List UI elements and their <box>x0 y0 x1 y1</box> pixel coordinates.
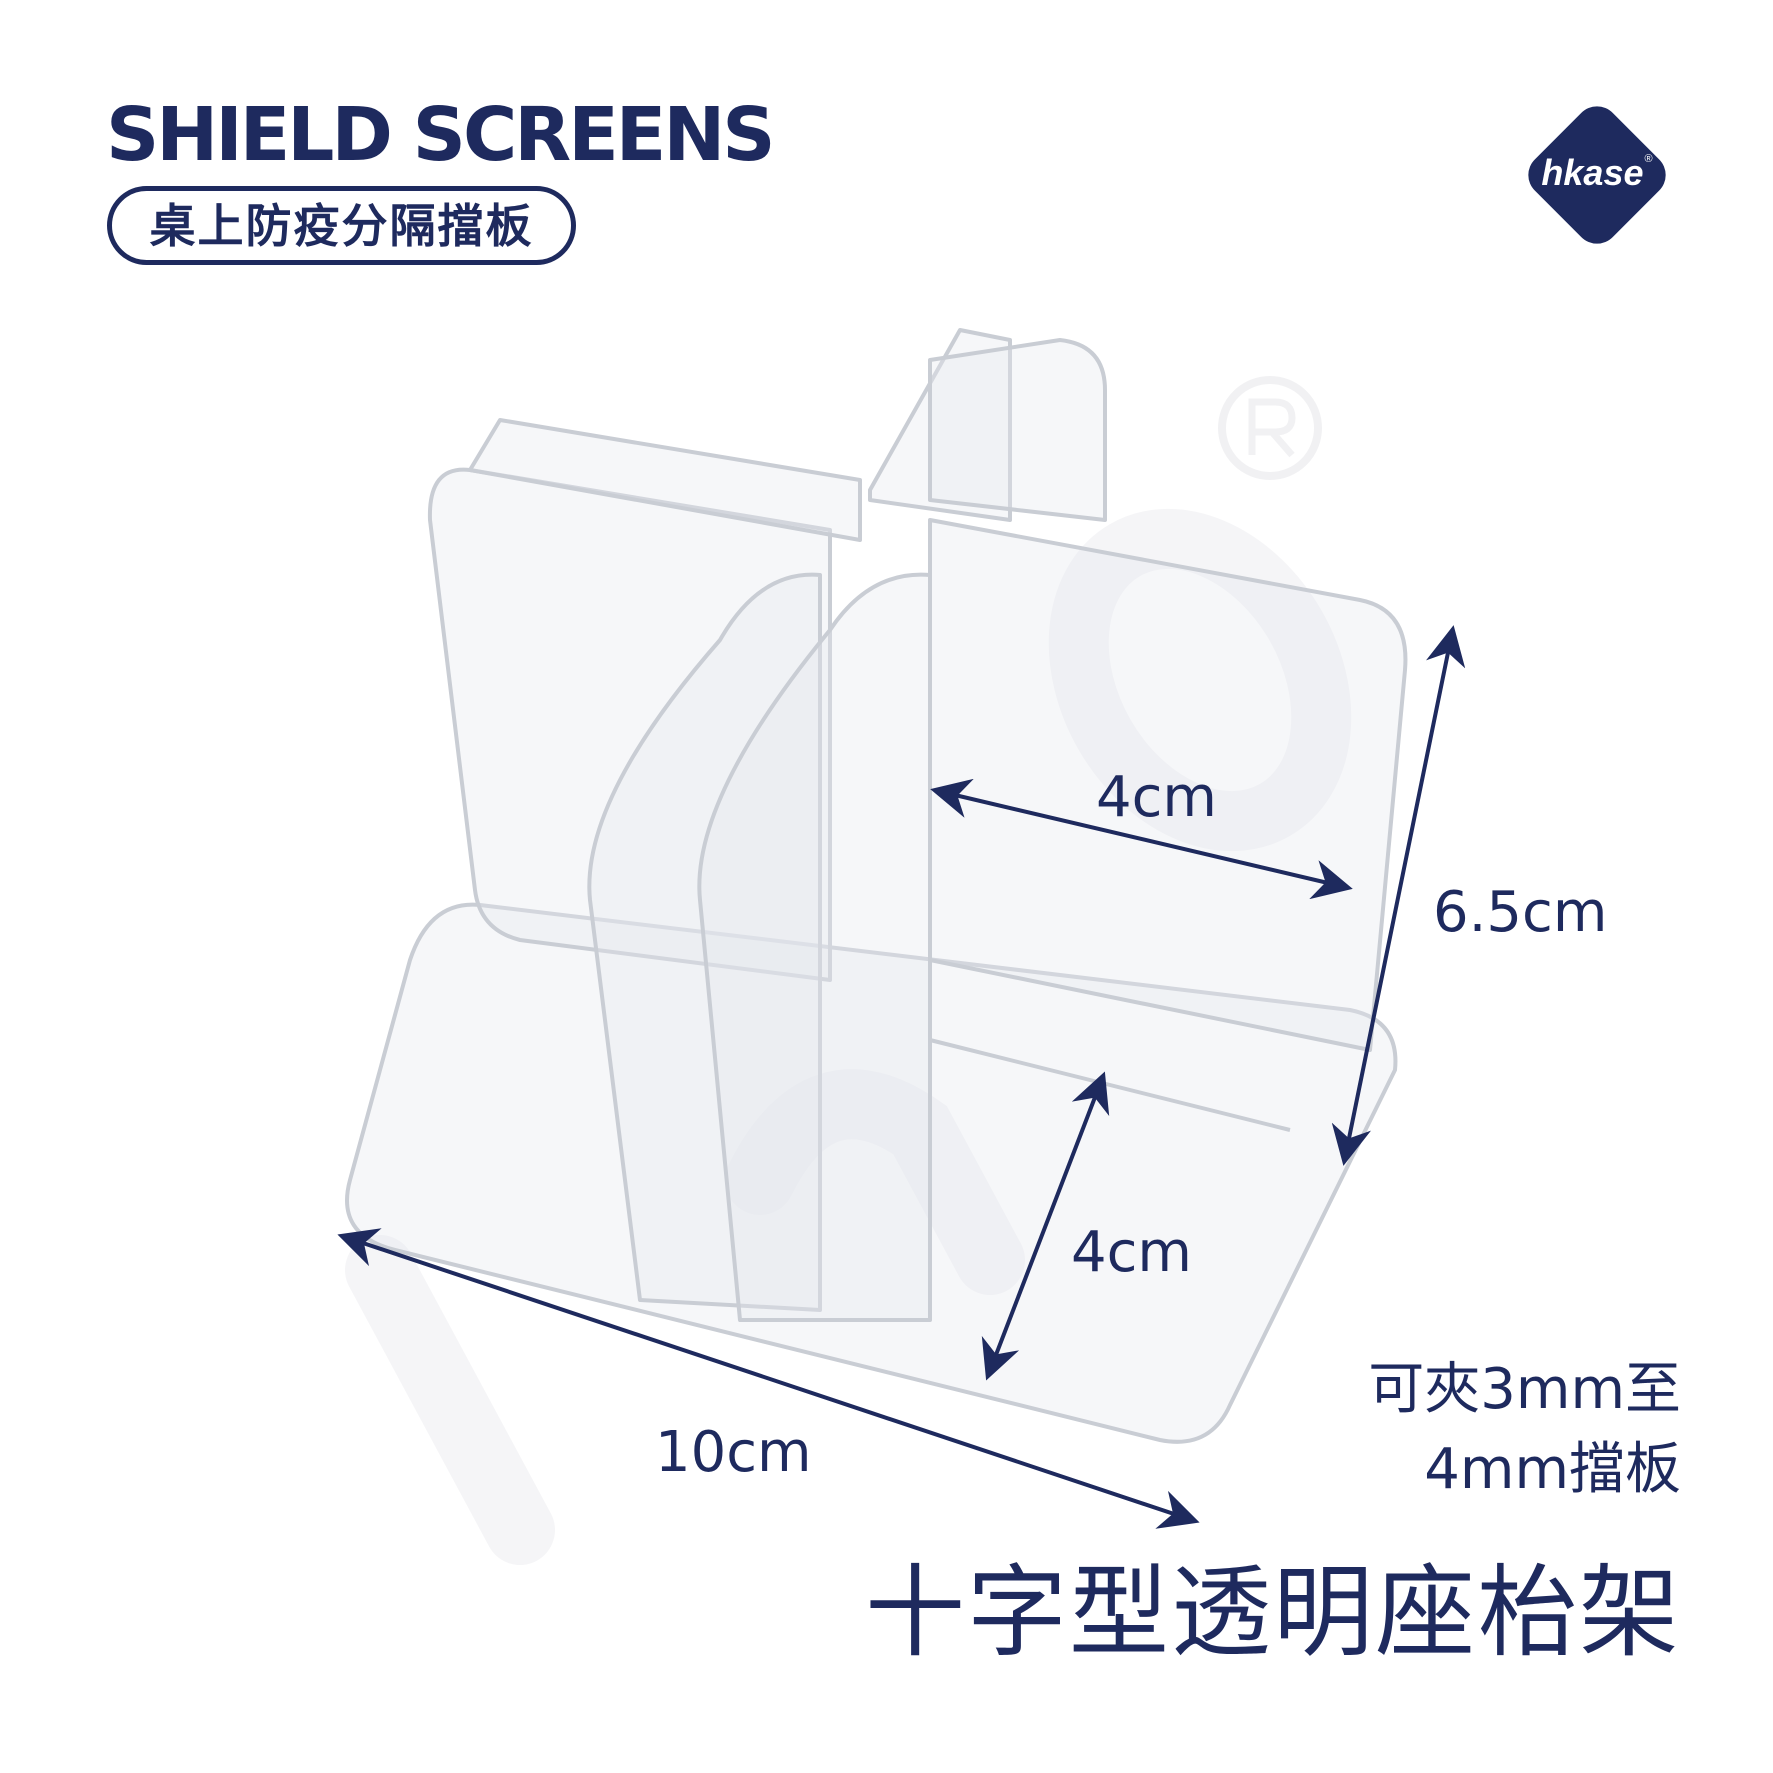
registered-mark: ® <box>1644 153 1653 165</box>
clamp-note-line1: 可夾3mm至 <box>1368 1357 1681 1422</box>
width-arrow <box>930 778 1353 900</box>
hkase-logo: hkase ® <box>1512 90 1682 260</box>
length-label: 10cm <box>655 1420 812 1485</box>
product-title: 十字型透明座枱架 <box>865 1554 1681 1671</box>
logo-text: hkase <box>1541 152 1644 193</box>
depth-arrow <box>981 1071 1110 1381</box>
depth-label: 4cm <box>1071 1220 1192 1285</box>
subtitle-badge: 桌上防疫分隔擋板 <box>107 186 576 265</box>
clamp-note: 可夾3mm至 4mm擋板 <box>1368 1350 1681 1510</box>
brand-title: SHIELD SCREENS <box>106 92 776 178</box>
height-arrow <box>1331 625 1466 1166</box>
clamp-note-line2: 4mm擋板 <box>1424 1437 1681 1502</box>
length-arrow <box>337 1228 1200 1529</box>
height-label: 6.5cm <box>1433 880 1608 945</box>
subtitle-text: 桌上防疫分隔擋板 <box>149 198 534 253</box>
width-label: 4cm <box>1096 765 1217 830</box>
